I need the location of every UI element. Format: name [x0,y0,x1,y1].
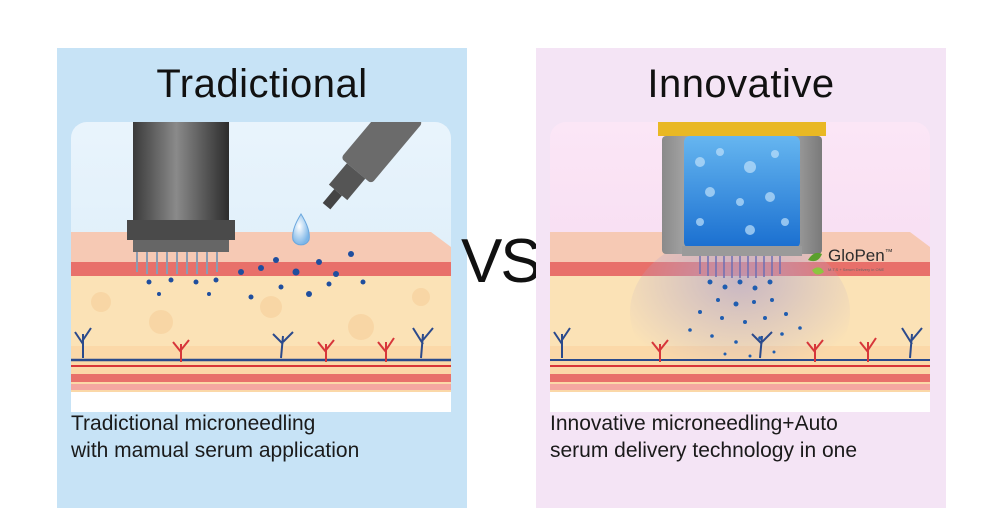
glopen-brand-name: GloPen [828,246,885,265]
innovative-illustration: GloPen™ M.T.S + Serum Delivery in ONE [550,122,930,412]
innovative-caption-line2: serum delivery technology in one [550,439,858,462]
innovative-title: Innovative [647,62,835,106]
dropper-icon [322,122,422,210]
glopen-tagline: M.T.S + Serum Delivery in ONE [828,267,885,272]
pen-head-icon [127,122,235,274]
traditional-caption-line2: with mamual serum application [71,439,360,462]
skin-cross-section-right [550,122,930,412]
traditional-illustration [71,122,451,412]
innovative-caption-line1: Innovative microneedling+Auto [550,412,838,435]
glopen-brand-tm: ™ [884,247,893,257]
traditional-caption: Tradictional microneedling with mamual s… [71,410,461,464]
innovative-panel: Innovative [536,48,946,508]
vs-label: VS [461,227,542,296]
cartridge-icon [658,122,826,278]
traditional-caption-line1: Tradictional microneedling [71,412,316,435]
traditional-title: Tradictional [156,62,368,106]
glopen-leaf-icon [808,252,824,275]
glopen-brand: GloPen™ M.T.S + Serum Delivery in ONE [828,246,893,272]
traditional-panel: Tradictional [57,48,467,508]
innovative-caption: Innovative microneedling+Auto serum deli… [550,410,940,464]
skin-cross-section-left [71,122,451,412]
